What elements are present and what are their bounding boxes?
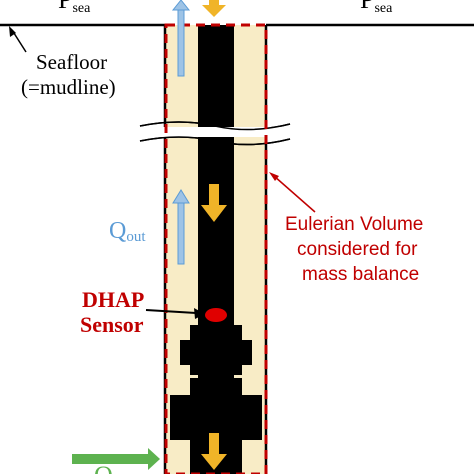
dhap-sensor [205,308,227,322]
flow-down-arrow-top [202,0,226,17]
p-sea-left-label: Psea [58,0,91,16]
bha-upper [180,325,252,375]
flow-down-arrow-bottom [201,433,227,470]
eulerian-pointer [273,175,316,213]
dhap-label-line2: Sensor [80,312,144,337]
dhap-pointer-head [194,308,205,319]
eulerian-pointer-head [269,172,279,181]
seafloor-pointer-head [9,26,16,37]
eulerian-label-line2: considered for [297,239,418,260]
q-in-label: Q [94,461,113,474]
q-out-arrow-middle [172,189,190,265]
eulerian-label-line3: mass balance [302,264,419,285]
q-out-arrow-top [171,0,191,77]
p-sea-right-label: Psea [360,0,393,16]
bha-lower [170,378,262,474]
flow-down-arrow-middle [201,184,227,222]
break-gap [140,127,290,137]
q-out-label: Qout [109,218,146,245]
dhap-pointer [145,309,197,314]
eulerian-boundary [164,23,268,474]
eulerian-label-line1: Eulerian Volume [285,214,423,235]
seafloor-label-line2: (=mudline) [21,75,116,99]
q-in-arrow [72,448,160,470]
dhap-label-line1: DHAP [82,287,144,312]
seafloor-label-line1: Seafloor [36,50,107,74]
